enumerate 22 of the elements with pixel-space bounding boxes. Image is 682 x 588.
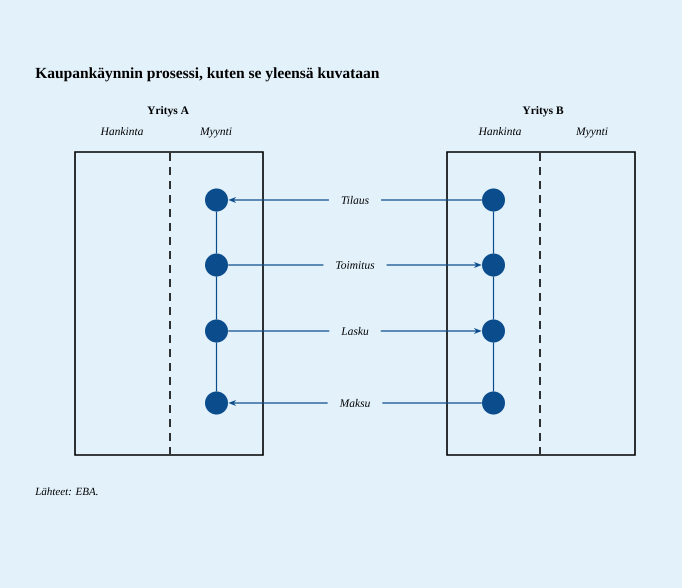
dot [205,254,228,276]
dot [482,254,505,276]
dot [482,320,505,342]
company-box: Yritys A Hankinta Myynti [74,106,264,456]
edge-label: Maksu [328,396,382,410]
dot [482,188,505,212]
node-label: Myynti [576,127,608,138]
node-label: Yritys A [147,106,189,116]
edge-label: Toimitus [323,258,387,272]
source-note: Lähteet: EBA. [35,487,98,496]
dot [205,320,228,342]
edge-label: Tilaus [328,192,382,208]
node-label: Hankinta [478,127,521,136]
dot [482,392,505,414]
title: Kaupankäynnin prosessi, kuten se yleensä kuvataan [35,67,380,82]
edge-label: Lasku [329,324,381,338]
node-label: Yritys B [522,106,564,116]
node-label: Hankinta [100,127,143,136]
node-label: Myynti [200,127,232,138]
company-box: Yritys B Hankinta Myynti [446,106,636,456]
dot [205,392,228,414]
dot [205,188,228,212]
